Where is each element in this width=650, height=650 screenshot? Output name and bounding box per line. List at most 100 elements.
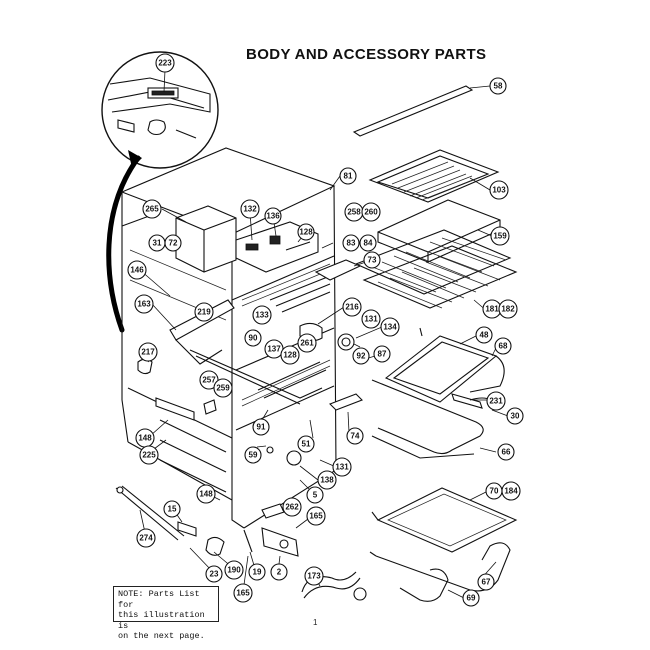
svg-text:87: 87 xyxy=(378,350,387,359)
callout: 66 xyxy=(497,443,515,461)
callout: 81 xyxy=(339,167,357,185)
svg-text:225: 225 xyxy=(142,451,156,460)
callout: 260 xyxy=(361,202,381,222)
svg-text:70: 70 xyxy=(490,487,499,496)
svg-text:69: 69 xyxy=(467,594,476,603)
callout: 131 xyxy=(361,309,381,329)
callout: 59 xyxy=(244,446,262,464)
callout: 51 xyxy=(297,435,315,453)
note-line: on the next page. xyxy=(118,631,205,641)
svg-text:259: 259 xyxy=(216,384,230,393)
callout: 258 xyxy=(344,202,364,222)
callout: 163 xyxy=(134,294,154,314)
callout: 134 xyxy=(380,317,400,337)
svg-text:83: 83 xyxy=(347,239,356,248)
callout: 181 xyxy=(482,299,502,319)
callout: 159 xyxy=(490,226,510,246)
svg-text:19: 19 xyxy=(253,568,262,577)
callout: 219 xyxy=(194,302,214,322)
svg-text:73: 73 xyxy=(368,256,377,265)
callout: 182 xyxy=(498,299,518,319)
callout: 72 xyxy=(164,234,182,252)
callout: 146 xyxy=(127,260,147,280)
svg-text:133: 133 xyxy=(255,311,269,320)
note-line: NOTE: Parts List for xyxy=(118,589,200,610)
svg-text:31: 31 xyxy=(153,239,162,248)
oven-body xyxy=(120,147,363,529)
lower-left-parts xyxy=(115,485,367,601)
callout: 5 xyxy=(306,486,324,504)
callout: 23 xyxy=(205,565,223,583)
svg-text:92: 92 xyxy=(357,352,366,361)
svg-text:136: 136 xyxy=(266,212,280,221)
callout: 173 xyxy=(304,566,324,586)
callout: 148 xyxy=(196,484,216,504)
callout: 217 xyxy=(138,342,158,362)
callout: 128 xyxy=(297,223,315,241)
callout: 19 xyxy=(248,563,266,581)
svg-text:173: 173 xyxy=(307,572,321,581)
svg-text:165: 165 xyxy=(309,512,323,521)
callout: 67 xyxy=(477,573,495,591)
svg-text:217: 217 xyxy=(141,348,155,357)
svg-text:163: 163 xyxy=(137,300,151,309)
callout: 15 xyxy=(163,500,181,518)
detail-arrow xyxy=(106,150,142,333)
note-line: this illustration is xyxy=(118,610,205,631)
svg-text:261: 261 xyxy=(300,339,314,348)
callout: 131 xyxy=(332,457,352,477)
svg-text:91: 91 xyxy=(257,423,266,432)
inset-detail xyxy=(101,51,219,169)
svg-text:30: 30 xyxy=(511,412,520,421)
callout: 91 xyxy=(252,418,270,436)
svg-text:15: 15 xyxy=(168,505,177,514)
callout: 165 xyxy=(233,583,253,603)
parts-list-note: NOTE: Parts List for this illustration i… xyxy=(113,586,219,641)
callout: 128 xyxy=(280,345,300,365)
svg-text:103: 103 xyxy=(492,186,506,195)
svg-text:258: 258 xyxy=(347,208,361,217)
callout: 58 xyxy=(489,77,507,95)
svg-text:132: 132 xyxy=(243,205,257,214)
callout: 190 xyxy=(224,560,244,580)
callout: 138 xyxy=(317,470,337,490)
callout: 68 xyxy=(494,337,512,355)
diagram-title: BODY AND ACCESSORY PARTS xyxy=(246,46,487,63)
callout: 225 xyxy=(139,445,159,465)
callout: 137 xyxy=(264,339,284,359)
callout: 136 xyxy=(264,207,282,225)
svg-text:68: 68 xyxy=(499,342,508,351)
callout: 30 xyxy=(506,407,524,425)
callout: 70 xyxy=(485,482,503,500)
svg-text:165: 165 xyxy=(236,589,250,598)
svg-text:219: 219 xyxy=(197,308,211,317)
svg-text:190: 190 xyxy=(227,566,241,575)
callout: 231 xyxy=(486,391,506,411)
svg-text:184: 184 xyxy=(504,487,518,496)
svg-text:260: 260 xyxy=(364,208,378,217)
callout: 148 xyxy=(135,428,155,448)
svg-text:67: 67 xyxy=(482,578,491,587)
callout: 261 xyxy=(297,333,317,353)
svg-text:148: 148 xyxy=(138,434,152,443)
page-mark: 1 xyxy=(313,618,318,627)
svg-text:48: 48 xyxy=(480,331,489,340)
callout: 265 xyxy=(142,199,162,219)
callout: 74 xyxy=(346,427,364,445)
callout: 87 xyxy=(373,345,391,363)
svg-text:72: 72 xyxy=(169,239,178,248)
svg-text:137: 137 xyxy=(267,345,281,354)
callout: 83 xyxy=(342,234,360,252)
svg-text:131: 131 xyxy=(335,463,349,472)
callout: 165 xyxy=(306,506,326,526)
svg-text:159: 159 xyxy=(493,232,507,241)
svg-text:90: 90 xyxy=(249,334,258,343)
callout: 103 xyxy=(489,180,509,200)
svg-text:265: 265 xyxy=(145,205,159,214)
callout: 84 xyxy=(359,234,377,252)
svg-text:51: 51 xyxy=(302,440,311,449)
svg-text:131: 131 xyxy=(364,315,378,324)
svg-text:128: 128 xyxy=(299,228,313,237)
callout: 184 xyxy=(501,481,521,501)
